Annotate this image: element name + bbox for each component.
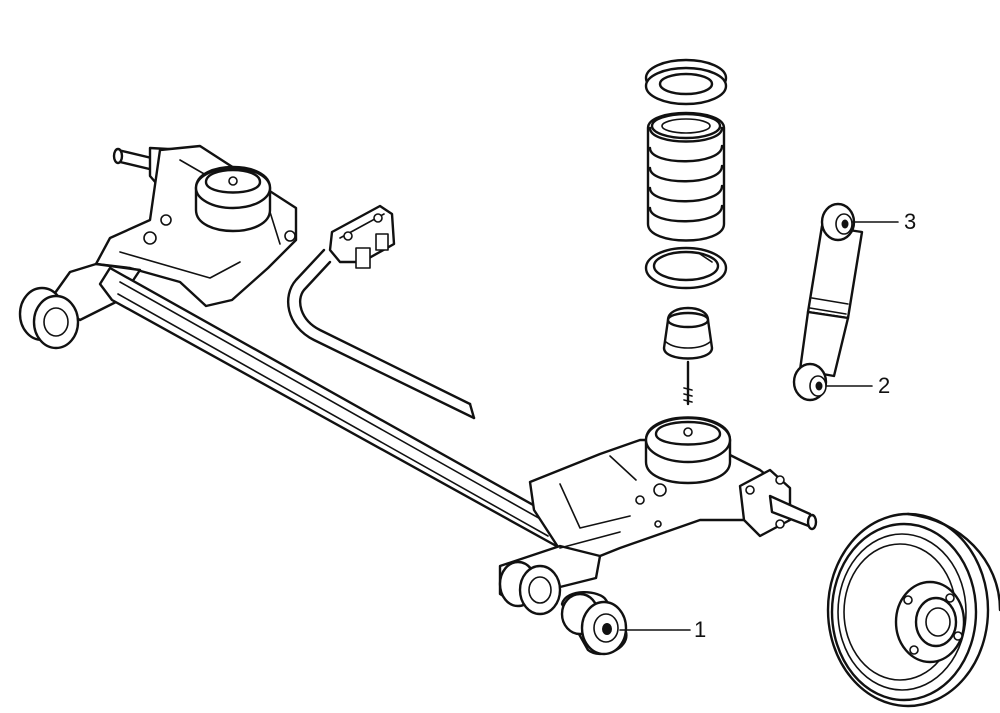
spring-lower-seat <box>644 246 728 290</box>
shock-absorber <box>792 202 864 402</box>
bushing <box>560 591 628 656</box>
bump-stop <box>662 306 714 406</box>
stabilizer-bar <box>287 204 476 420</box>
brake-drum <box>826 512 1000 708</box>
spring-upper-seat <box>644 58 728 106</box>
left-trailing-arm <box>18 144 298 350</box>
callout-label-3: 3 <box>904 209 917 234</box>
callout-leaders <box>619 221 899 631</box>
callout-label-2: 2 <box>878 373 891 398</box>
coil-spring <box>646 111 726 242</box>
axle-beam <box>98 266 574 550</box>
callout-label-1: 1 <box>694 617 707 642</box>
right-trailing-arm <box>498 416 818 616</box>
